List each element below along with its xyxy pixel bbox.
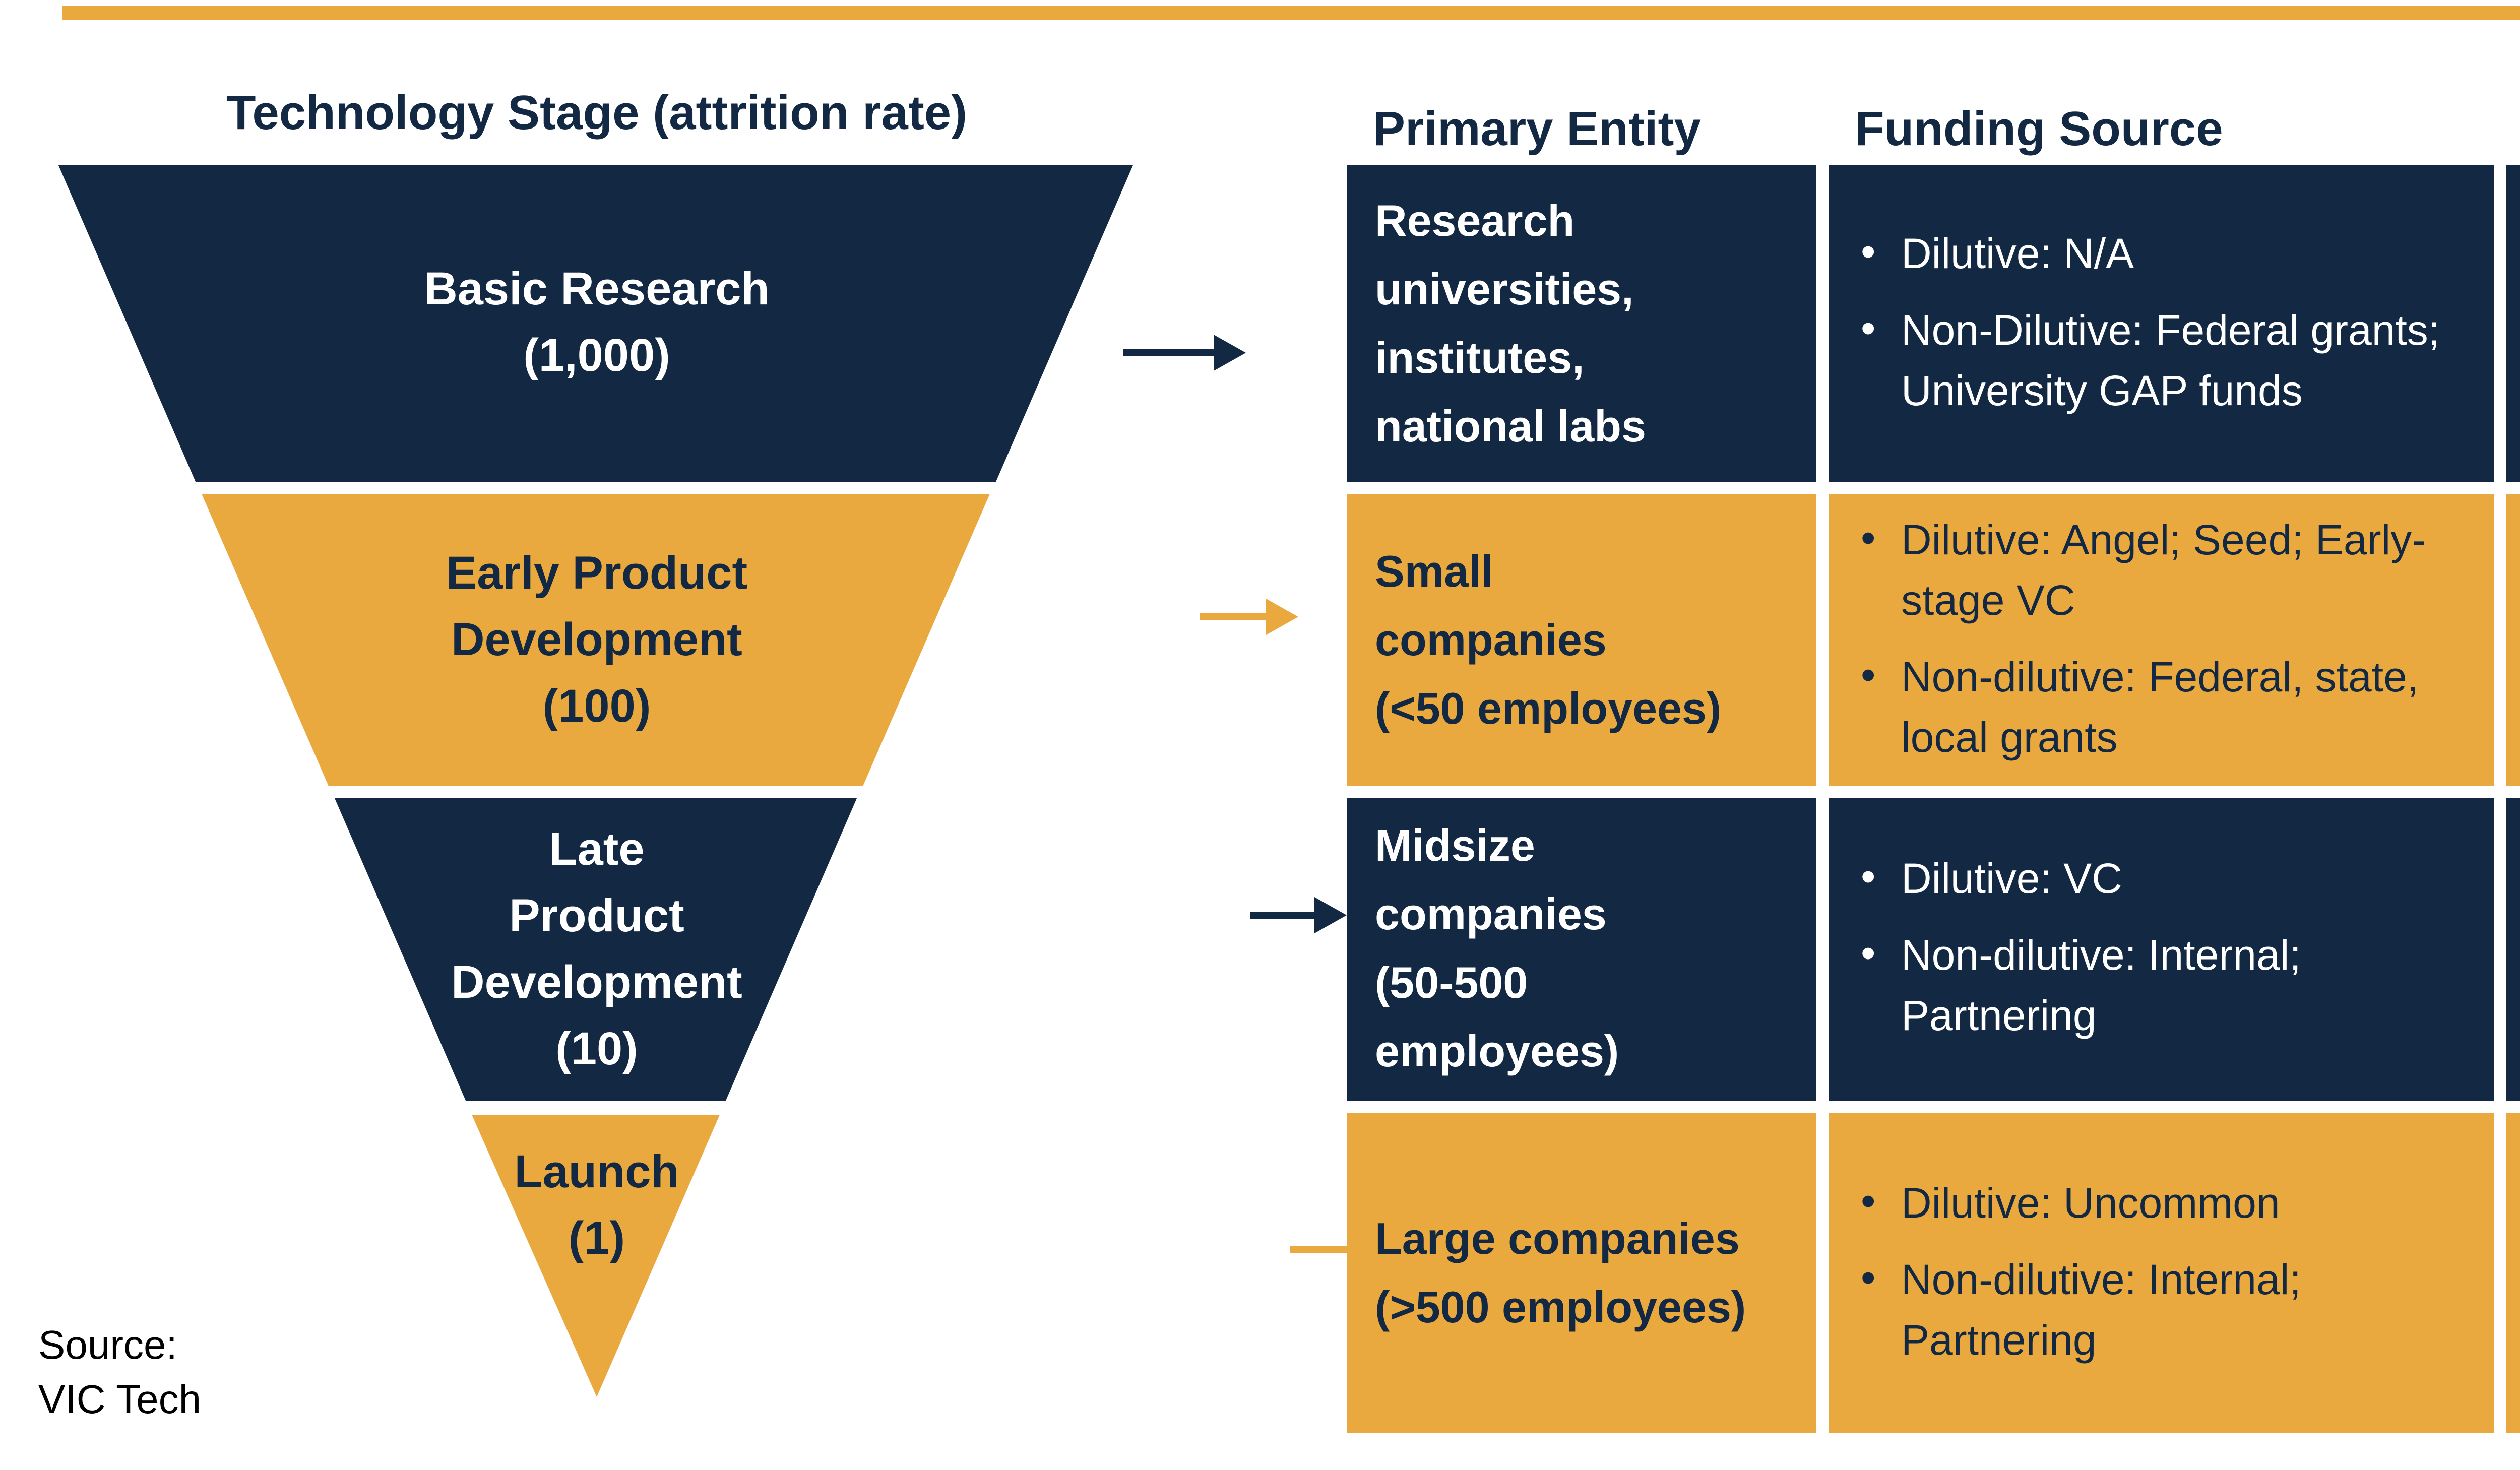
bullet-item: Dilutive: VC [1857, 849, 2466, 911]
column-header-primary-entity: Primary Entity [1373, 103, 1701, 157]
funnel-label-launch: Launch (1) [514, 1139, 679, 1272]
cell-line: institutes, [1375, 332, 1585, 382]
cell-line: (50-500 [1375, 957, 1528, 1008]
funnel-label-line: Basic Research [424, 262, 770, 314]
cell-line: employees) [1375, 1026, 1619, 1076]
cell-line: companies [1375, 889, 1607, 939]
cell-line: (<50 employees) [1375, 682, 1722, 733]
arrow-row1-head-icon [1214, 335, 1246, 371]
funnel-title: Technology Stage (attrition rate) [226, 87, 968, 141]
funnel-stage-basic-research-shape [58, 165, 1133, 482]
cell-line: universities, [1375, 263, 1634, 313]
source-line: Source: [38, 1324, 177, 1369]
funding-bullet-list: Dilutive: N/A Non-Dilutive: Federal gran… [1857, 209, 2466, 438]
funnel-label-line: Development [451, 955, 742, 1008]
stage-details-table: Research universities, institutes, natio… [1347, 165, 2520, 1433]
cell-line: Large companies [1375, 1212, 1740, 1263]
bullet-item: Dilutive: Angel; Seed; Early-stage VC [1857, 509, 2466, 632]
cell-line: (>500 employees) [1375, 1281, 1746, 1331]
cell-row1-primary-entity: Research universities, institutes, natio… [1347, 165, 1816, 482]
funnel-label-line: (100) [542, 679, 651, 732]
funnel-label-late-product: Late Product Development (10) [451, 816, 742, 1082]
cell-row4-support-system: Mostly internal [2506, 1113, 2520, 1433]
funnel-label-line: Product [509, 889, 684, 941]
funnel-label-line: (1,000) [523, 329, 670, 381]
funding-bullet-list: Dilutive: Uncommon Non-dilutive: Interna… [1857, 1158, 2466, 1388]
funnel-label-line: (10) [555, 1022, 638, 1074]
cell-row4-funding-source: Dilutive: Uncommon Non-dilutive: Interna… [1829, 1113, 2494, 1433]
table-header-row: Primary Entity Funding Source Support Sy… [1347, 73, 2520, 157]
cell-line: Midsize [1375, 820, 1535, 871]
column-header-funding-source: Funding Source [1855, 103, 2223, 157]
funnel-label-early-product: Early Product Development (100) [446, 540, 747, 740]
cell-row2-support-system: Local/remote talent; Outsourced research… [2506, 494, 2520, 786]
cell-row3-support-system: Shifting from external to internal resou… [2506, 798, 2520, 1101]
source-line: VIC Tech [38, 1379, 202, 1423]
funnel-label-line: Launch [514, 1145, 679, 1197]
bullet-item: Dilutive: N/A [1857, 223, 2466, 285]
bullet-item: Non-dilutive: Federal, state, local gran… [1857, 646, 2466, 769]
bullet-item: Dilutive: Uncommon [1857, 1172, 2466, 1235]
funnel-label-basic-research: Basic Research (1,000) [424, 256, 769, 389]
funding-bullet-list: Dilutive: VC Non-dilutive: Internal; Par… [1857, 835, 2466, 1064]
arrow-row2-head-icon [1266, 599, 1298, 635]
funnel-label-line: Development [451, 613, 742, 665]
cell-row1-support-system: Technology Transfer Offices; External ad… [2506, 165, 2520, 482]
bullet-item: Non-Dilutive: Federal grants; University… [1857, 299, 2466, 422]
bullet-item: Non-dilutive: Internal; Partnering [1857, 1249, 2466, 1372]
cell-row4-primary-entity: Large companies (>500 employees) [1347, 1113, 1816, 1433]
cell-line: Research [1375, 195, 1575, 245]
source-attribution: Source: VIC Tech [38, 1320, 201, 1429]
cell-line: companies [1375, 614, 1607, 664]
cell-line: national labs [1375, 400, 1646, 451]
bullet-item: Non-dilutive: Internal; Partnering [1857, 925, 2466, 1048]
funnel-label-line: Early Product [446, 546, 748, 599]
funnel-label-line: Late [549, 822, 645, 875]
cell-row1-funding-source: Dilutive: N/A Non-Dilutive: Federal gran… [1829, 165, 2494, 482]
cell-row3-primary-entity: Midsize companies (50-500 employees) [1347, 798, 1816, 1101]
funnel-stage-launch-shape [472, 1115, 720, 1397]
cell-row2-funding-source: Dilutive: Angel; Seed; Early-stage VC No… [1829, 494, 2494, 786]
funnel-stage-early-product-shape [202, 494, 990, 786]
cell-row3-funding-source: Dilutive: VC Non-dilutive: Internal; Par… [1829, 798, 2494, 1101]
column-header-support-system-examples: Support System Examples [2506, 105, 2520, 157]
cell-row2-primary-entity: Small companies (<50 employees) [1347, 494, 1816, 786]
funnel-stage-late-product-shape [335, 798, 857, 1101]
top-accent-bar [62, 6, 2520, 20]
funding-bullet-list: Dilutive: Angel; Seed; Early-stage VC No… [1857, 495, 2466, 785]
cell-line: Small [1375, 545, 1493, 596]
funnel-label-line: (1) [568, 1211, 625, 1264]
arrow-row3-head-icon [1314, 897, 1347, 933]
